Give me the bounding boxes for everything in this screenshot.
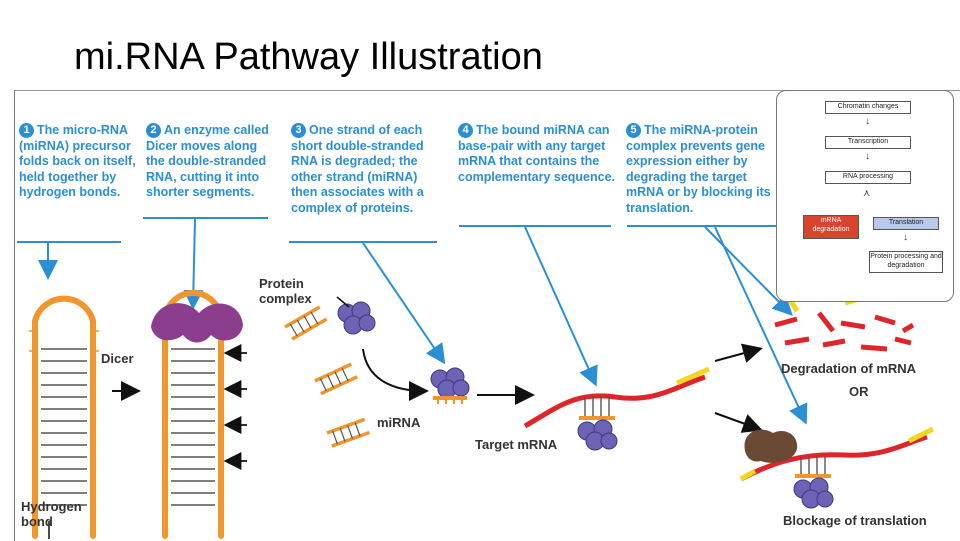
flow-rna-processing: RNA processing <box>825 171 911 184</box>
step-3-number: 3 <box>291 123 306 138</box>
slide-title: mi.RNA Pathway Illustration <box>74 36 543 78</box>
segment-2 <box>314 362 358 396</box>
flow-chromatin: Chromatin changes <box>825 101 911 114</box>
pointer-step-5a <box>704 226 793 316</box>
step-3-text: One strand of each short double-stranded… <box>291 123 424 215</box>
flow-arrow-split: ⋏ <box>863 188 871 199</box>
gene-expression-flowchart: Chromatin changes ↓ Transcription ↓ RNA … <box>776 90 954 302</box>
step-1-number: 1 <box>19 123 34 138</box>
degradation-label: Degradation of mRNA <box>781 361 917 376</box>
flow-translation: Translation <box>873 217 939 230</box>
step-5-number: 5 <box>626 123 641 138</box>
mirna-protein-complex <box>430 367 470 404</box>
dicer-label: Dicer <box>101 351 134 366</box>
step-1-rule <box>17 241 121 243</box>
hairpin-1-fringe <box>29 330 99 352</box>
hairpin-1-bonds <box>41 348 87 506</box>
step-2-number: 2 <box>146 123 161 138</box>
flow-arrow-2: ↓ <box>865 151 870 162</box>
or-label: OR <box>849 384 869 399</box>
blockage-label: Blockage of translation <box>783 513 927 528</box>
ribosome <box>744 429 798 463</box>
short-dsrna-segments <box>284 305 370 448</box>
flow-mrna-degradation: mRNA degradation <box>803 215 859 239</box>
target-mrna-tail <box>675 366 711 386</box>
step-1-text: The micro-RNA (miRNA) precursor folds ba… <box>19 123 136 199</box>
target-mrna-label: Target mRNA <box>475 437 558 452</box>
step-4-text: The bound miRNA can base-pair with any t… <box>458 123 616 184</box>
arrow-to-blockage <box>714 412 763 433</box>
blocked-bound-complex <box>793 456 834 509</box>
step-4-number: 4 <box>458 123 473 138</box>
step-2-text: An enzyme called Dicer moves along the d… <box>146 123 269 199</box>
blocked-mrna-head <box>739 468 757 482</box>
flow-arrow-1: ↓ <box>865 116 870 127</box>
cut-arrows <box>223 344 247 470</box>
protein-complex-free <box>337 301 376 335</box>
step-2-rule <box>143 217 268 219</box>
arrow-to-degradation <box>714 343 763 363</box>
segment-1 <box>284 305 328 341</box>
pointer-step-5b <box>714 226 808 425</box>
target-mrna-strand <box>523 374 706 429</box>
pointer-step-3 <box>362 242 446 365</box>
pointer-step-4 <box>524 226 598 387</box>
arrow-complex-assembly <box>362 348 429 401</box>
hairpin-2-bonds <box>171 348 215 506</box>
target-bound-complex <box>577 396 618 451</box>
step-5-text: The miRNA-protein complex prevents gene … <box>626 123 771 215</box>
flow-protein-processing: Protein processing and degradation <box>869 251 943 273</box>
dicer-enzyme <box>151 303 243 343</box>
segment-3 <box>326 417 370 448</box>
mrna-fragments <box>774 293 915 352</box>
step-5-rule <box>627 225 779 227</box>
flow-arrow-3: ↓ <box>903 232 908 243</box>
pre-mirna-hairpin <box>32 295 96 539</box>
hydrogen-bond-label: Hydrogen bond <box>21 499 82 529</box>
mirna-label: miRNA <box>377 415 421 430</box>
protein-complex-leader <box>336 296 350 308</box>
step-4-rule <box>459 225 611 227</box>
protein-complex-label: Protein complex <box>259 276 312 306</box>
flow-transcription: Transcription <box>825 136 911 149</box>
blocked-mrna-strand <box>739 434 928 482</box>
blocked-mrna-tail <box>907 426 935 444</box>
step-3-rule <box>289 241 437 243</box>
